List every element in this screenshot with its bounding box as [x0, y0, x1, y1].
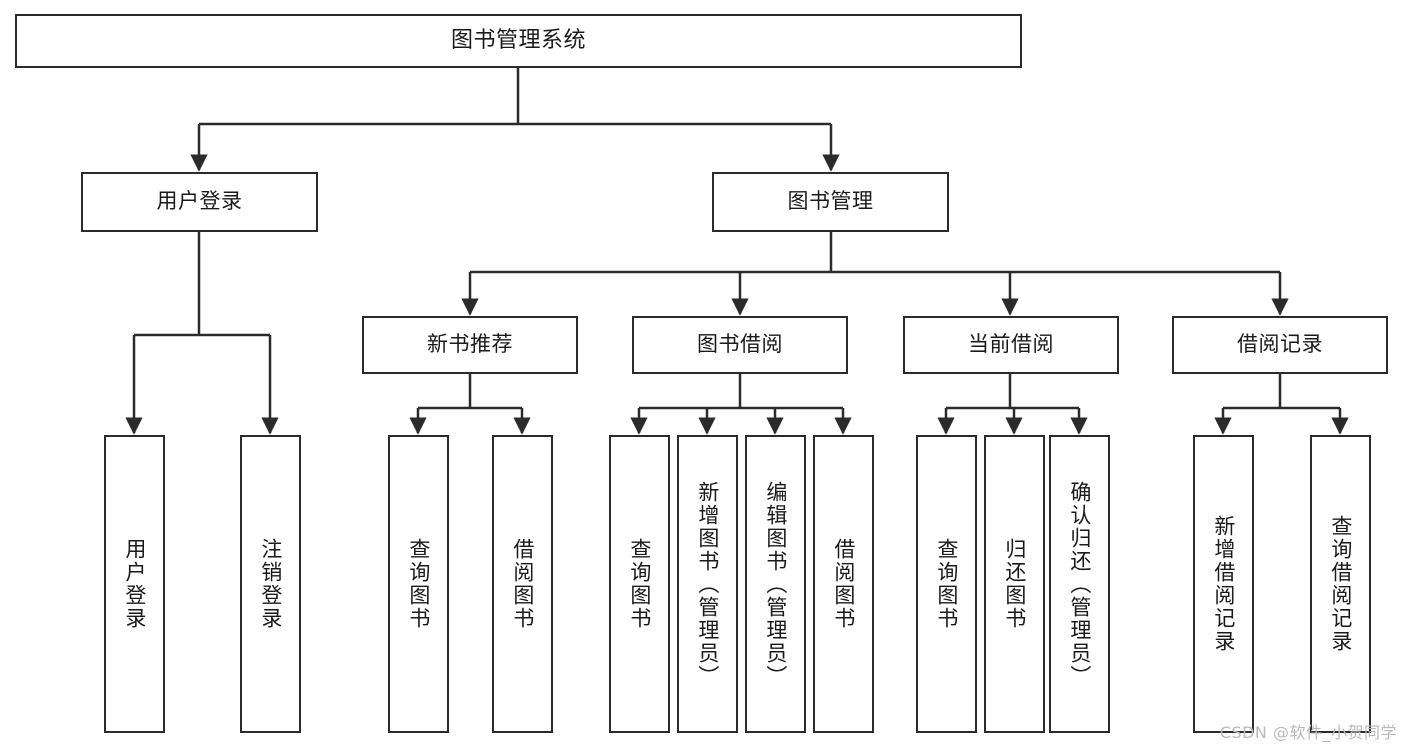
node-root[interactable]: 图书管理系统 — [15, 14, 1022, 68]
leaf-records-2-label: 查询借阅记录 — [1328, 515, 1353, 653]
node-root-label: 图书管理系统 — [450, 27, 586, 53]
node-records[interactable]: 借阅记录 — [1172, 316, 1388, 374]
leaf-user-login-2-label: 注销登录 — [258, 538, 283, 630]
node-new-book-label: 新书推荐 — [427, 332, 513, 357]
leaf-current-2-label: 归还图书 — [1002, 538, 1027, 630]
node-records-label: 借阅记录 — [1237, 332, 1323, 357]
leaf-borrow-1-label: 查询图书 — [627, 538, 652, 630]
leaf-borrow-2[interactable]: 新增图书（管理员） — [677, 435, 738, 733]
leaf-records-1-label: 新增借阅记录 — [1211, 515, 1236, 653]
node-book-manage-label: 图书管理 — [787, 189, 874, 214]
leaf-current-1[interactable]: 查询图书 — [916, 435, 977, 733]
node-new-book[interactable]: 新书推荐 — [362, 316, 578, 374]
node-current-label: 当前借阅 — [968, 332, 1054, 357]
node-user-login-label: 用户登录 — [156, 189, 243, 214]
watermark-label: CSDN @软件_小贺同学 — [1219, 723, 1397, 742]
leaf-new-book-2[interactable]: 借阅图书 — [492, 435, 553, 733]
leaf-records-2[interactable]: 查询借阅记录 — [1310, 435, 1371, 733]
leaf-new-book-1-label: 查询图书 — [406, 538, 431, 630]
node-borrow-label: 图书借阅 — [697, 332, 783, 357]
leaf-current-3-label: 确认归还（管理员） — [1067, 480, 1092, 688]
node-borrow[interactable]: 图书借阅 — [632, 316, 848, 374]
leaf-user-login-2[interactable]: 注销登录 — [240, 435, 301, 733]
leaf-new-book-1[interactable]: 查询图书 — [388, 435, 449, 733]
leaf-current-1-label: 查询图书 — [934, 538, 959, 630]
leaf-borrow-4[interactable]: 借阅图书 — [813, 435, 874, 733]
leaf-records-1[interactable]: 新增借阅记录 — [1193, 435, 1254, 733]
leaf-borrow-4-label: 借阅图书 — [831, 538, 856, 630]
leaf-user-login-1-label: 用户登录 — [122, 538, 147, 630]
leaf-borrow-3-label: 编辑图书（管理员） — [763, 480, 788, 688]
leaf-new-book-2-label: 借阅图书 — [510, 538, 535, 630]
leaf-borrow-3[interactable]: 编辑图书（管理员） — [745, 435, 806, 733]
node-user-login[interactable]: 用户登录 — [81, 172, 318, 232]
leaf-user-login-1[interactable]: 用户登录 — [104, 435, 165, 733]
node-book-manage[interactable]: 图书管理 — [712, 172, 949, 232]
leaf-current-2[interactable]: 归还图书 — [984, 435, 1045, 733]
leaf-current-3[interactable]: 确认归还（管理员） — [1049, 435, 1110, 733]
node-current[interactable]: 当前借阅 — [903, 316, 1119, 374]
leaf-borrow-2-label: 新增图书（管理员） — [695, 480, 720, 688]
leaf-borrow-1[interactable]: 查询图书 — [609, 435, 670, 733]
